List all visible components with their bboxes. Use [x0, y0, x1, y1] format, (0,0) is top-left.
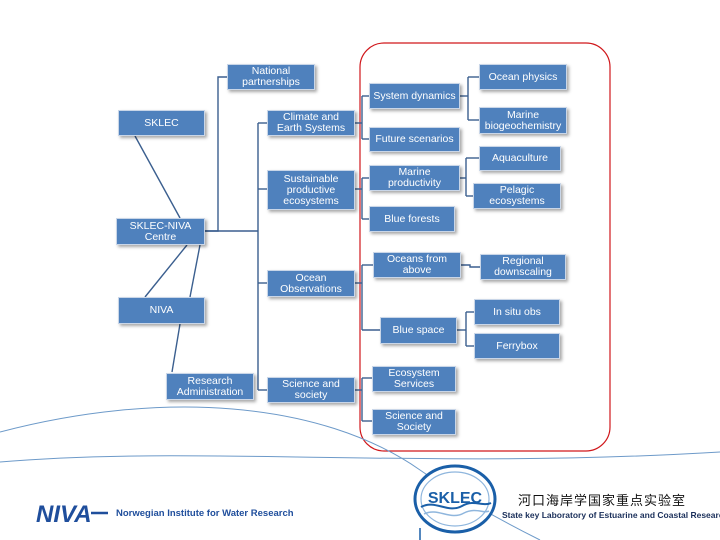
node-sustainable-productive-ecosystems[interactable]: Sustainable productive ecosystems: [267, 170, 355, 210]
node-ferrybox[interactable]: Ferrybox: [474, 333, 560, 359]
node-future-scenarios[interactable]: Future scenarios: [369, 127, 460, 152]
node-ecosystem-services[interactable]: Ecosystem Services: [372, 366, 456, 392]
sklec-chinese-name: 河口海岸学国家重点实验室: [518, 494, 687, 509]
node-regional-downscaling[interactable]: Regional downscaling: [480, 254, 566, 280]
node-marine-biogeochemistry[interactable]: Marine biogeochemistry: [479, 107, 567, 134]
sklec-logo: SKLEC: [413, 464, 497, 534]
node-system-dynamics[interactable]: System dynamics: [369, 83, 460, 109]
niva-logo: NIVA: [36, 501, 108, 528]
node-blue-space[interactable]: Blue space: [380, 317, 457, 344]
connector-lines: [134, 76, 480, 422]
node-science-and-society-l2[interactable]: Science and society: [267, 377, 355, 403]
decor-curve-lower: [0, 451, 720, 463]
node-ocean-physics[interactable]: Ocean physics: [479, 64, 567, 90]
node-oceans-from-above[interactable]: Oceans from above: [373, 252, 461, 278]
highlight-frame: [359, 42, 611, 452]
sklec-logo-text: SKLEC: [428, 490, 483, 507]
node-science-and-society-l3[interactable]: Science and Society: [372, 409, 456, 435]
node-aquaculture[interactable]: Aquaculture: [479, 146, 561, 171]
node-national-partnerships[interactable]: National partnerships: [227, 64, 315, 90]
sklec-full-name: State key Laboratory of Estuarine and Co…: [502, 510, 720, 520]
node-ocean-observations[interactable]: Ocean Observations: [267, 270, 355, 297]
node-niva[interactable]: NIVA: [118, 297, 205, 324]
node-in-situ-obs[interactable]: In situ obs: [474, 299, 560, 325]
node-sklec[interactable]: SKLEC: [118, 110, 205, 136]
node-marine-productivity[interactable]: Marine productivity: [369, 165, 460, 191]
niva-full-name: Norwegian Institute for Water Research: [116, 508, 294, 519]
node-research-administration[interactable]: Research Administration: [166, 373, 254, 400]
node-blue-forests[interactable]: Blue forests: [369, 206, 455, 232]
node-pelagic-ecosystems[interactable]: Pelagic ecosystems: [473, 183, 561, 209]
niva-logo-text: NIVA: [36, 501, 92, 528]
node-sklec-niva-centre[interactable]: SKLEC-NIVA Centre: [116, 218, 205, 245]
node-climate-earth-systems[interactable]: Climate and Earth Systems: [267, 110, 355, 136]
